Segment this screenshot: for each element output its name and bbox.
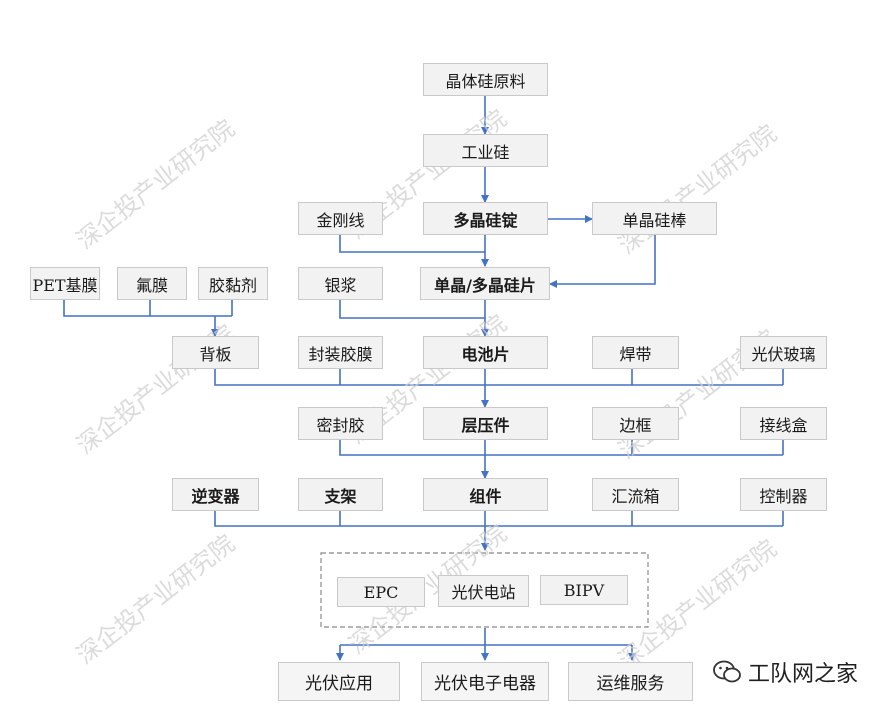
- node-poly-ingot: 多晶硅锭: [423, 202, 548, 235]
- node-epc: EPC: [337, 577, 425, 607]
- node-module: 组件: [423, 478, 548, 511]
- node-adhesive: 胶黏剂: [198, 267, 268, 300]
- node-pet-film: PET基膜: [30, 267, 100, 300]
- node-mono-rod: 单晶硅棒: [592, 202, 717, 235]
- node-pv-glass: 光伏玻璃: [740, 336, 827, 369]
- node-diamond-wire: 金刚线: [298, 202, 383, 235]
- node-raw-material: 晶体硅原料: [423, 63, 548, 96]
- node-industrial-silicon: 工业硅: [423, 134, 548, 167]
- node-inverter: 逆变器: [172, 478, 259, 511]
- node-pv-electronics: 光伏电子电器: [421, 662, 549, 701]
- node-sealant: 密封胶: [298, 407, 383, 440]
- node-encapsulant-film: 封装胶膜: [298, 336, 383, 369]
- node-pv-application: 光伏应用: [278, 662, 400, 701]
- edge-row5-bus: [339, 440, 783, 456]
- wechat-icon: [713, 660, 741, 683]
- node-junction-box: 接线盒: [740, 407, 827, 440]
- edge-backsheet-materials: [63, 300, 232, 317]
- node-solar-cell: 电池片: [423, 336, 548, 369]
- brand-name: 工队网之家: [748, 662, 859, 687]
- node-bracket: 支架: [298, 478, 383, 511]
- node-bipv: BIPV: [540, 575, 628, 605]
- node-silver-paste: 银浆: [298, 267, 383, 300]
- edge-rod-wafer: [549, 235, 656, 288]
- edge-wire-wafer: [339, 235, 485, 253]
- brand-logo: 工队网之家: [712, 656, 858, 688]
- node-pv-station: 光伏电站: [438, 575, 529, 607]
- node-backsheet: 背板: [172, 336, 259, 369]
- system-container: [320, 552, 649, 628]
- node-wafer: 单晶/多晶硅片: [420, 267, 550, 300]
- node-fluoro-film: 氟膜: [117, 267, 187, 300]
- node-om-service: 运维服务: [568, 662, 693, 701]
- node-frame: 边框: [592, 407, 679, 440]
- node-controller: 控制器: [740, 478, 827, 511]
- node-ribbon: 焊带: [592, 336, 679, 369]
- edge-row6-bus: [214, 511, 783, 527]
- edge-silver: [339, 300, 485, 319]
- edge-row4-bus: [214, 369, 783, 386]
- node-combiner-box: 汇流箱: [592, 478, 679, 511]
- node-laminate: 层压件: [423, 407, 548, 440]
